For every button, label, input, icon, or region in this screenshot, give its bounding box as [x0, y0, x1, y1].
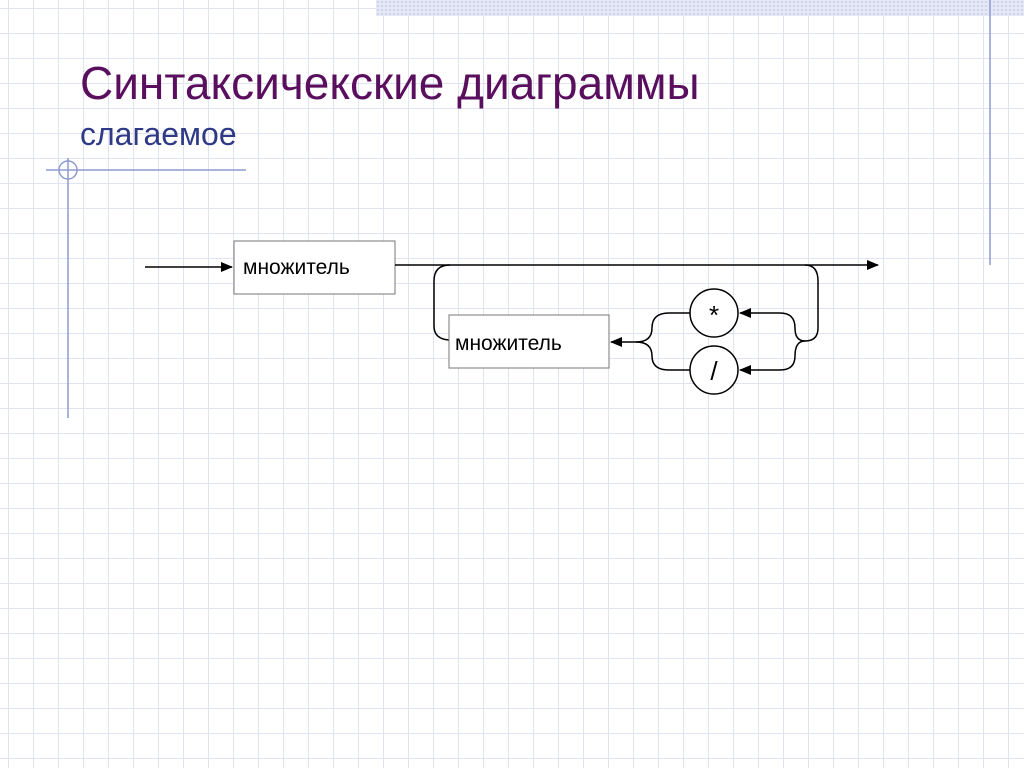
- lower-branch-line: [635, 341, 690, 371]
- loop-left-branch: [433, 264, 451, 341]
- slide-subtitle: слагаемое: [80, 116, 237, 152]
- upper-branch-line: [635, 312, 690, 343]
- divide-operator-node: [689, 345, 739, 395]
- right-fork-upper: [739, 308, 806, 342]
- right-fork-lower: [739, 340, 806, 375]
- main-multiplier-box: [233, 240, 396, 295]
- loop-multiplier-box: [448, 314, 610, 369]
- top-decor-band: [376, 0, 1024, 16]
- loop-multiplier-label: множитель: [455, 332, 562, 355]
- divide-operator-label: /: [710, 356, 718, 386]
- main-multiplier-label: множитель: [243, 256, 350, 279]
- multiply-operator-label: *: [709, 300, 719, 330]
- slide-title: Синтаксичекские диаграммы: [80, 57, 700, 109]
- multiply-operator-node: [689, 288, 739, 338]
- loop-right-branch: [804, 264, 819, 342]
